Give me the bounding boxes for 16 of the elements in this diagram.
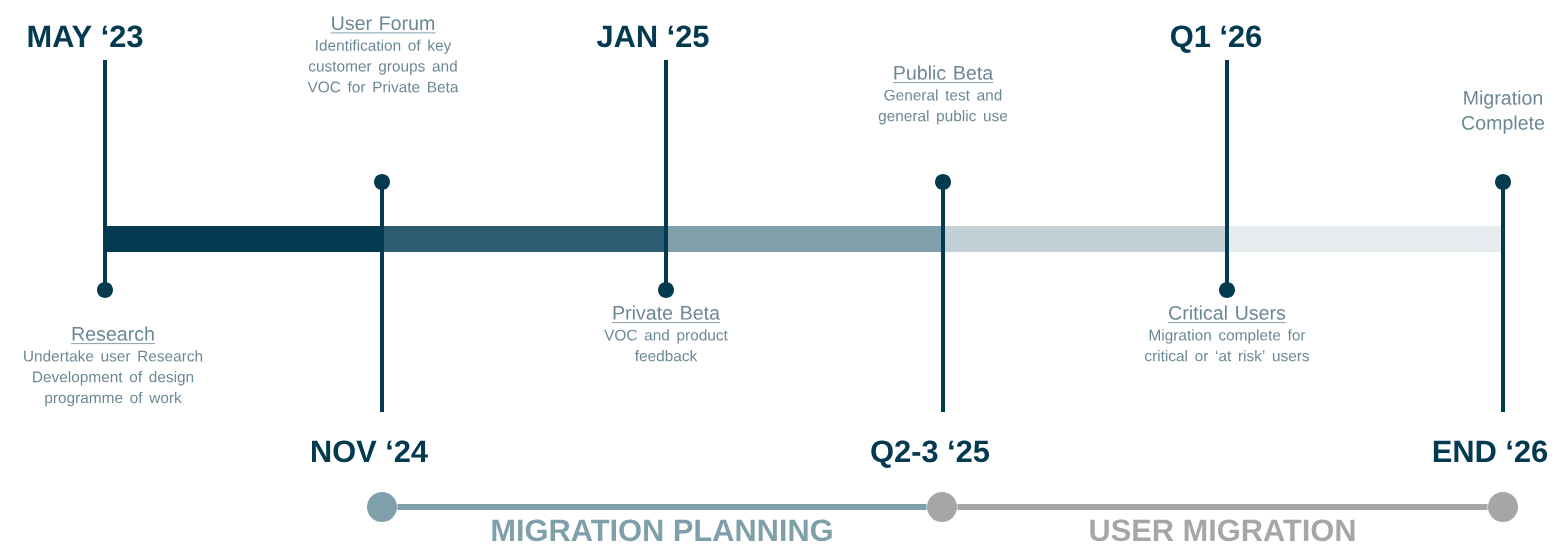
date-label: Q1 ‘26 bbox=[1171, 25, 1262, 53]
milestone-label: User Forum Identification of key customer groups and VOC for Private Beta bbox=[307, 16, 459, 93]
phase-line bbox=[397, 504, 927, 510]
milestone-label: Private Beta VOC and product feedback bbox=[604, 305, 728, 362]
phase-dot bbox=[367, 492, 397, 522]
phase-label: USER MIGRATION bbox=[1090, 519, 1355, 542]
milestone-label: Research Undertake user Research Development of design programme of work bbox=[24, 326, 203, 407]
date-label: JAN ‘25 bbox=[597, 25, 709, 48]
phase-dot bbox=[927, 492, 957, 522]
milestone-label: Public Beta General test and general public use bbox=[878, 65, 1008, 125]
milestone-label: Migration Complete bbox=[1462, 90, 1545, 134]
phase-label: MIGRATION PLANNING bbox=[492, 519, 832, 542]
phase-line bbox=[957, 504, 1488, 510]
phase-dot bbox=[1488, 492, 1518, 522]
milestone-label: Critical Users Migration complete for critical or ‘at risk’ users bbox=[1145, 305, 1310, 362]
date-label: MAY ‘23 bbox=[28, 25, 143, 48]
